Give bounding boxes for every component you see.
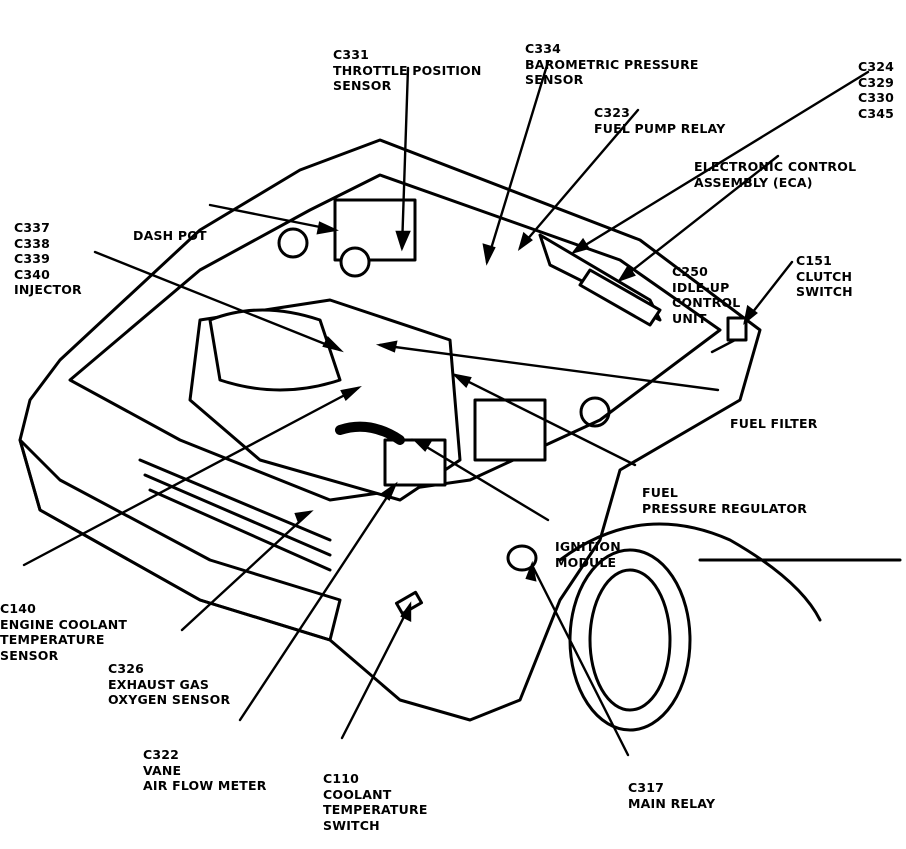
idle-up-unit xyxy=(578,268,662,327)
main-relay xyxy=(506,544,538,572)
hood-opening xyxy=(68,173,722,502)
clutch-switch xyxy=(726,316,748,342)
label-dash-pot: DASH POT xyxy=(133,228,207,243)
label-fuel-filter: FUEL FILTER xyxy=(730,416,818,431)
coolant-switch xyxy=(394,590,424,616)
battery xyxy=(473,398,547,462)
reservoir-cap-left xyxy=(277,227,309,259)
engine-compartment-diagram xyxy=(18,60,902,757)
vane-meter xyxy=(383,438,447,487)
wheel-arch xyxy=(558,522,822,622)
reservoir-cap-right xyxy=(579,396,611,428)
corrugated-hose xyxy=(335,421,405,445)
air-intake xyxy=(208,308,342,392)
grille xyxy=(138,458,332,572)
front-bumper xyxy=(18,438,342,642)
